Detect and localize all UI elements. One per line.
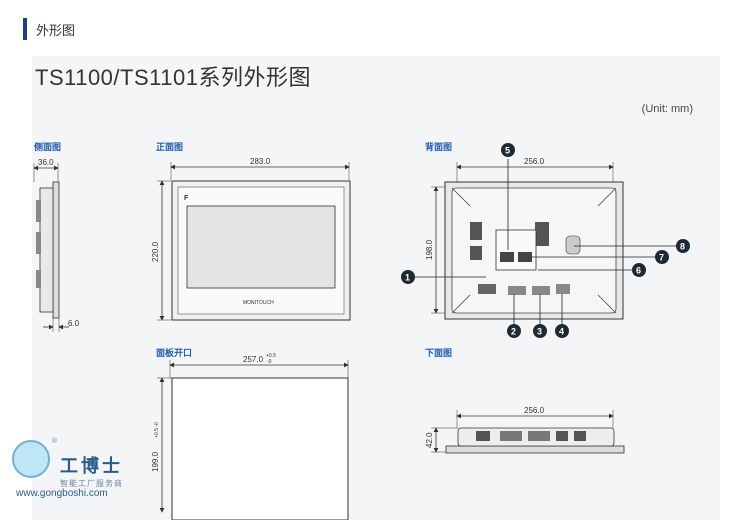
unit-note: (Unit: mm) bbox=[641, 103, 693, 115]
watermark-subtitle: 智能工厂服务商 bbox=[60, 479, 123, 488]
front-view-label: 正面图 bbox=[156, 142, 184, 152]
callout-8: 8 bbox=[676, 239, 690, 253]
callouts: 1 2 3 4 5 6 7 8 bbox=[401, 143, 690, 338]
svg-text:1: 1 bbox=[405, 273, 410, 283]
callout-1: 1 bbox=[401, 270, 415, 284]
svg-text:4: 4 bbox=[559, 327, 564, 337]
section-tag: 外形图 bbox=[36, 23, 76, 38]
cutout-height-dim: 199.0 bbox=[151, 451, 160, 472]
callout-6: 6 bbox=[632, 263, 646, 277]
callout-7: 7 bbox=[655, 250, 669, 264]
cutout-view: 257.0 +0.5 -0 199.0 +0.5 -0 bbox=[151, 353, 349, 520]
svg-text:8: 8 bbox=[680, 242, 685, 252]
watermark-title: 工博士 bbox=[60, 456, 123, 476]
cutout-height-tol: +0.5 -0 bbox=[154, 422, 160, 438]
svg-text:7: 7 bbox=[659, 253, 664, 263]
back-height-dim: 198.0 bbox=[425, 239, 434, 260]
page-title: TS1100/TS1101系列外形图 bbox=[35, 65, 311, 90]
callout-5: 5 bbox=[501, 143, 515, 157]
callout-2: 2 bbox=[507, 324, 521, 338]
bottom-width-dim: 256.0 bbox=[524, 406, 545, 415]
front-brand-label: MONITOUCH bbox=[243, 300, 274, 306]
svg-text:5: 5 bbox=[505, 146, 510, 156]
front-width-dim: 283.0 bbox=[250, 157, 271, 166]
bottom-view: 256.0 42.0 bbox=[425, 406, 625, 454]
cutout-width-dim: 257.0 bbox=[243, 355, 264, 364]
back-view-label: 背面图 bbox=[425, 142, 453, 152]
section-accent-bar bbox=[23, 18, 27, 40]
cutout-width-tol-plus: +0.5 bbox=[266, 353, 276, 359]
svg-text:2: 2 bbox=[511, 327, 516, 337]
side-depth-dim: 6.0 bbox=[68, 319, 80, 328]
front-view: 283.0 220.0 F MONITOUCH bbox=[151, 157, 351, 321]
back-view: 256.0 198.0 bbox=[425, 157, 624, 320]
svg-text:6: 6 bbox=[636, 266, 641, 276]
side-width-dim: 36.0 bbox=[38, 158, 54, 167]
bottom-view-label: 下面图 bbox=[425, 348, 453, 358]
cutout-view-label: 面板开口 bbox=[156, 348, 193, 358]
watermark-mascot-icon bbox=[12, 440, 50, 478]
back-width-dim: 256.0 bbox=[524, 157, 545, 166]
watermark-url: www.gongboshi.com bbox=[16, 488, 108, 499]
cutout-width-tol-minus: -0 bbox=[267, 359, 272, 365]
front-height-dim: 220.0 bbox=[151, 241, 160, 262]
svg-text:3: 3 bbox=[537, 327, 542, 337]
side-view-label: 侧面图 bbox=[34, 142, 62, 152]
side-view: 36.0 6.0 bbox=[33, 158, 80, 332]
callout-4: 4 bbox=[555, 324, 569, 338]
callout-3: 3 bbox=[533, 324, 547, 338]
bottom-height-dim: 42.0 bbox=[425, 432, 434, 448]
svg-text:F: F bbox=[184, 195, 189, 202]
watermark-registered-mark: ® bbox=[52, 438, 58, 445]
